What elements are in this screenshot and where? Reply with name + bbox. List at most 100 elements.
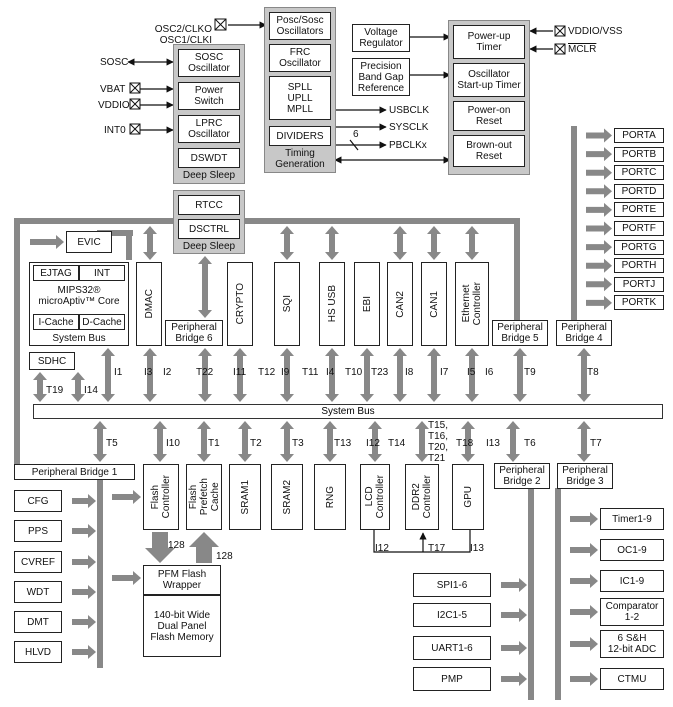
bottom-link-i12-6: I12 xyxy=(366,438,380,449)
oscillator-startup-timer: Oscillator Start-up Timer xyxy=(453,63,525,97)
sdhc-block: SDHC xyxy=(29,352,75,370)
lcd-controller-block: LCD Controller xyxy=(360,464,390,530)
top-link-i11-4: I11 xyxy=(233,367,247,378)
top-link-i6-14: I6 xyxy=(485,367,494,378)
sqi-top-arrow xyxy=(280,226,294,260)
flash-ctrl-wrapper-bus xyxy=(145,532,175,563)
port-portf: PORTF xyxy=(614,221,664,236)
port-link-1 xyxy=(578,147,612,162)
gpu-sysbus-arrow xyxy=(461,421,475,462)
usbclk-label: USBCLK xyxy=(389,105,430,116)
port-link-9 xyxy=(578,295,612,310)
can1-top-arrow xyxy=(427,226,441,260)
top-link-i5-13: I5 xyxy=(467,367,476,378)
pb1-link-1 xyxy=(64,524,96,538)
can2-block: CAN2 xyxy=(387,262,413,346)
flash-bus-width-left: 128 xyxy=(168,540,185,551)
pb3-link-1 xyxy=(562,543,598,557)
ejtag-block: EJTAG xyxy=(33,265,79,281)
pb1-link-4 xyxy=(64,615,96,629)
sram1-block: SRAM1 xyxy=(229,464,261,530)
rng-label: RNG xyxy=(324,485,336,509)
sosc-pin-label: SOSC xyxy=(100,57,129,68)
crypto-block: CRYPTO xyxy=(227,262,253,346)
pb4-sysbus-arrow xyxy=(577,348,591,402)
flash-prefetch-cache-block: Flash Prefetch Cache xyxy=(186,464,222,530)
pb2-link-1 xyxy=(493,608,527,622)
top-link-t19-17: T19 xyxy=(46,385,64,396)
sdhc-sysbus-arrow xyxy=(33,372,47,402)
cpu-sysbus-arrow xyxy=(101,348,115,402)
peripheral-bridge-3: Peripheral Bridge 3 xyxy=(557,463,613,489)
sysclk-label: SYSCLK xyxy=(389,122,429,133)
rtcc-pb6-arrow xyxy=(198,256,212,318)
peripheral-bridge-5: Peripheral Bridge 5 xyxy=(492,320,548,346)
pb3-link-0 xyxy=(562,512,598,526)
ethernet-controller-block: Ethernet Controller xyxy=(455,262,489,346)
bottom-link-t17-14: T17 xyxy=(428,543,446,554)
flash-prefetch-cache-label: Flash Prefetch Cache xyxy=(187,478,221,516)
can2-label: CAN2 xyxy=(394,290,406,318)
crypto-sysbus-arrow xyxy=(233,348,247,402)
ddr2-controller-block: DDR2 Controller xyxy=(405,464,439,530)
lcd-sysbus-arrow xyxy=(368,421,382,462)
pb1-item-dmt: DMT xyxy=(14,611,62,633)
pb3-link-4 xyxy=(562,637,598,651)
band-gap-reference: Precision Band Gap Reference xyxy=(352,58,410,96)
pb3-link-5 xyxy=(562,672,598,686)
osc2-pin-label: OSC2/CLKO xyxy=(154,24,212,35)
port-portc: PORTC xyxy=(614,165,664,181)
vbat-pin-label: VBAT xyxy=(100,84,126,95)
port-porta: PORTA xyxy=(614,128,664,143)
port-porth: PORTH xyxy=(614,258,664,274)
port-link-2 xyxy=(578,165,612,180)
can2-top-arrow xyxy=(393,226,407,260)
pb2-link-3 xyxy=(493,672,527,686)
flash-bus-width-right: 128 xyxy=(216,551,233,562)
bottom-link-i13-10: I13 xyxy=(486,438,500,449)
brown-out-reset: Brown-out Reset xyxy=(453,135,525,167)
pb2-item-uart1-6: UART1-6 xyxy=(413,636,491,660)
usb-sysbus-arrow xyxy=(325,348,339,402)
bottom-link-t6-11: T6 xyxy=(524,438,536,449)
port-portg: PORTG xyxy=(614,239,664,255)
lprc-oscillator: LPRC Oscillator xyxy=(178,115,240,143)
port-link-0 xyxy=(578,128,612,143)
dmac-top-arrow xyxy=(143,226,157,260)
pb1-flash-ctrl-arrow xyxy=(104,490,141,504)
port-portd: PORTD xyxy=(614,183,664,199)
peripheral-bridge-2: Peripheral Bridge 2 xyxy=(494,463,550,489)
usb-top-arrow xyxy=(325,226,339,260)
crypto-label: CRYPTO xyxy=(234,283,246,325)
power-up-timer: Power-up Timer xyxy=(453,25,525,59)
top-link-i2-2: I2 xyxy=(163,367,172,378)
sram1-sysbus-arrow xyxy=(238,421,252,462)
top-link-t23-10: T23 xyxy=(371,367,389,378)
gpu-block: GPU xyxy=(452,464,484,530)
pb3-link-3 xyxy=(562,605,598,619)
top-link-i9-6: I9 xyxy=(281,367,290,378)
evic-block: EVIC xyxy=(66,231,112,253)
i-cache-block: I-Cache xyxy=(33,314,79,330)
bottom-link-i12-13: I12 xyxy=(375,543,389,554)
flash-controller-label: Flash Controller xyxy=(150,475,172,519)
timing-generation-caption: Timing Generation xyxy=(275,148,325,170)
ebi-sysbus-arrow xyxy=(360,348,374,402)
port-link-6 xyxy=(578,240,612,255)
deep-sleep-caption-top: Deep Sleep xyxy=(182,170,236,181)
mclr-pin-label: MCLR xyxy=(568,44,597,55)
pb3-link-2 xyxy=(562,574,598,588)
top-link-t8-16: T8 xyxy=(587,367,599,378)
top-link-i4-8: I4 xyxy=(326,367,335,378)
peripheral-bridge-4: Peripheral Bridge 4 xyxy=(556,320,612,346)
dswdt-block: DSWDT xyxy=(178,148,240,168)
sqi-label: SQI xyxy=(281,295,293,313)
ddr2-sysbus-arrow xyxy=(415,421,429,462)
top-link-i3-1: I3 xyxy=(144,367,153,378)
frc-oscillator: FRC Oscillator xyxy=(269,44,331,72)
pb6-sysbus-arrow xyxy=(198,348,212,402)
pb1-sysbus-arrow xyxy=(93,421,107,462)
port-link-5 xyxy=(578,221,612,236)
